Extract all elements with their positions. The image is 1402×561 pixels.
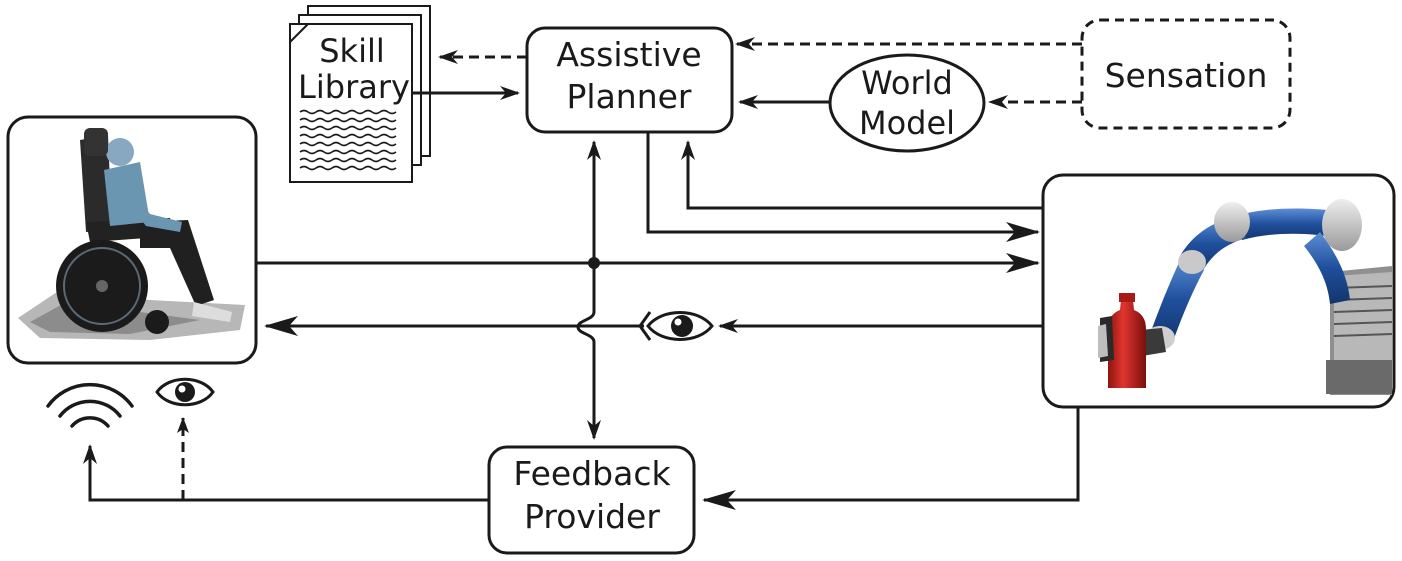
planner-to-feedback-arrow	[576, 263, 601, 440]
assistive-planner-label-line2: Planner	[567, 77, 692, 116]
feedback-to-audio-arrow	[83, 444, 489, 502]
junction-dot	[588, 257, 600, 269]
sensation-label: Sensation	[1105, 56, 1268, 95]
skill-library-label-line1: Skill	[319, 32, 385, 70]
feedback-provider-label-line1: Feedback	[513, 454, 671, 493]
sensation: Sensation	[1080, 18, 1292, 130]
connectors	[83, 37, 1082, 510]
skill-library: Skill Library	[289, 5, 431, 183]
robot-to-feedback-arrow	[702, 407, 1080, 510]
robot-to-planner-arrow	[681, 140, 1043, 210]
feedback-provider-label-line2: Provider	[524, 497, 660, 536]
robot-arm-image	[1041, 173, 1396, 409]
wireless-signal-icon	[46, 382, 134, 428]
world-model-label-line2: Model	[859, 104, 955, 142]
world-model: World Model	[828, 53, 986, 153]
planner-to-robot-arrow	[646, 132, 1040, 242]
eye-icon	[638, 311, 714, 341]
skill-library-label-line2: Library	[298, 68, 410, 106]
assistive-planner-label-line1: Assistive	[556, 35, 701, 74]
feedback-provider: Feedback Provider	[487, 445, 696, 555]
user-wheelchair-image	[6, 115, 258, 365]
assistive-planner: Assistive Planner	[525, 26, 734, 134]
page-text-lines	[299, 109, 397, 171]
eye-icon	[155, 377, 215, 407]
world-model-label-line1: World	[861, 64, 953, 102]
